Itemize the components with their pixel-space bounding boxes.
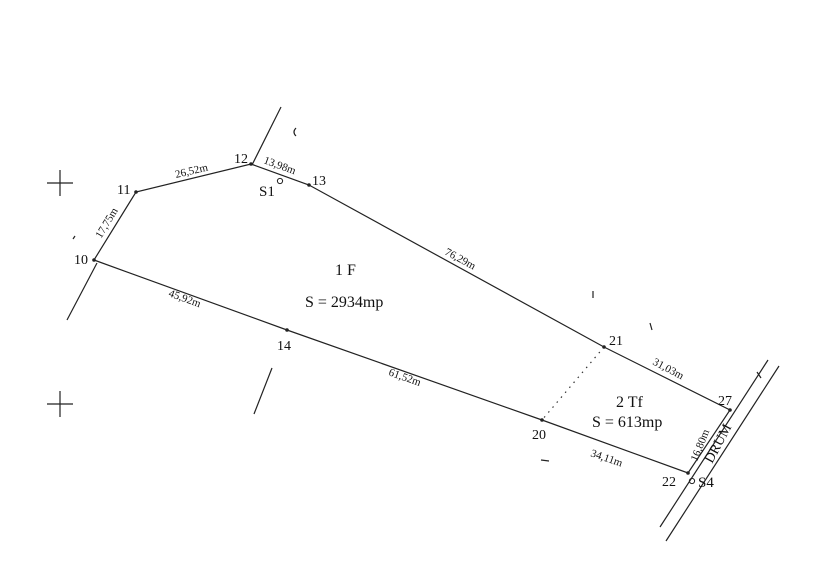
parcel-1-name: 1 F xyxy=(335,262,356,279)
point-label-22: 22 xyxy=(662,475,676,490)
parcel-division-line xyxy=(541,346,605,421)
road-edge-inner xyxy=(659,359,769,528)
extension-line-top xyxy=(251,106,282,166)
road-edge-outer xyxy=(665,365,780,542)
dimension-14-20: 61,52m xyxy=(387,367,423,390)
point-label-12: 12 xyxy=(234,152,248,167)
point-label-27: 27 xyxy=(718,394,732,409)
mark-dash-left xyxy=(72,235,76,240)
dimension-10-14: 45,92m xyxy=(167,288,203,311)
point-label-20: 20 xyxy=(532,428,546,443)
mark-top xyxy=(293,127,297,137)
mark-small-2 xyxy=(649,322,653,331)
parcel-2-area: S = 613mp xyxy=(592,414,662,431)
mark-small-3 xyxy=(540,459,550,462)
station-s4-marker xyxy=(688,477,696,485)
grid-cross-top xyxy=(47,170,73,196)
point-markers xyxy=(92,162,732,475)
point-label-13: 13 xyxy=(312,174,326,189)
point-label-14: 14 xyxy=(277,339,291,354)
road-tick xyxy=(756,371,762,379)
parcel-1-area: S = 2934mp xyxy=(305,294,383,311)
extension-line-left xyxy=(66,262,98,321)
parcel-boundary xyxy=(93,163,731,474)
dimension-20-22: 34,11m xyxy=(589,447,624,469)
grid-cross-bottom xyxy=(47,391,73,417)
point-label-21: 21 xyxy=(609,334,623,349)
point-label-11: 11 xyxy=(117,183,130,198)
station-label-s4: S4 xyxy=(698,475,714,491)
extension-line-middle xyxy=(253,367,273,415)
station-label-s1: S1 xyxy=(259,184,275,200)
station-s1-marker xyxy=(276,177,284,185)
parcel-2-name: 2 Tf xyxy=(616,394,643,411)
point-label-10: 10 xyxy=(74,253,88,268)
